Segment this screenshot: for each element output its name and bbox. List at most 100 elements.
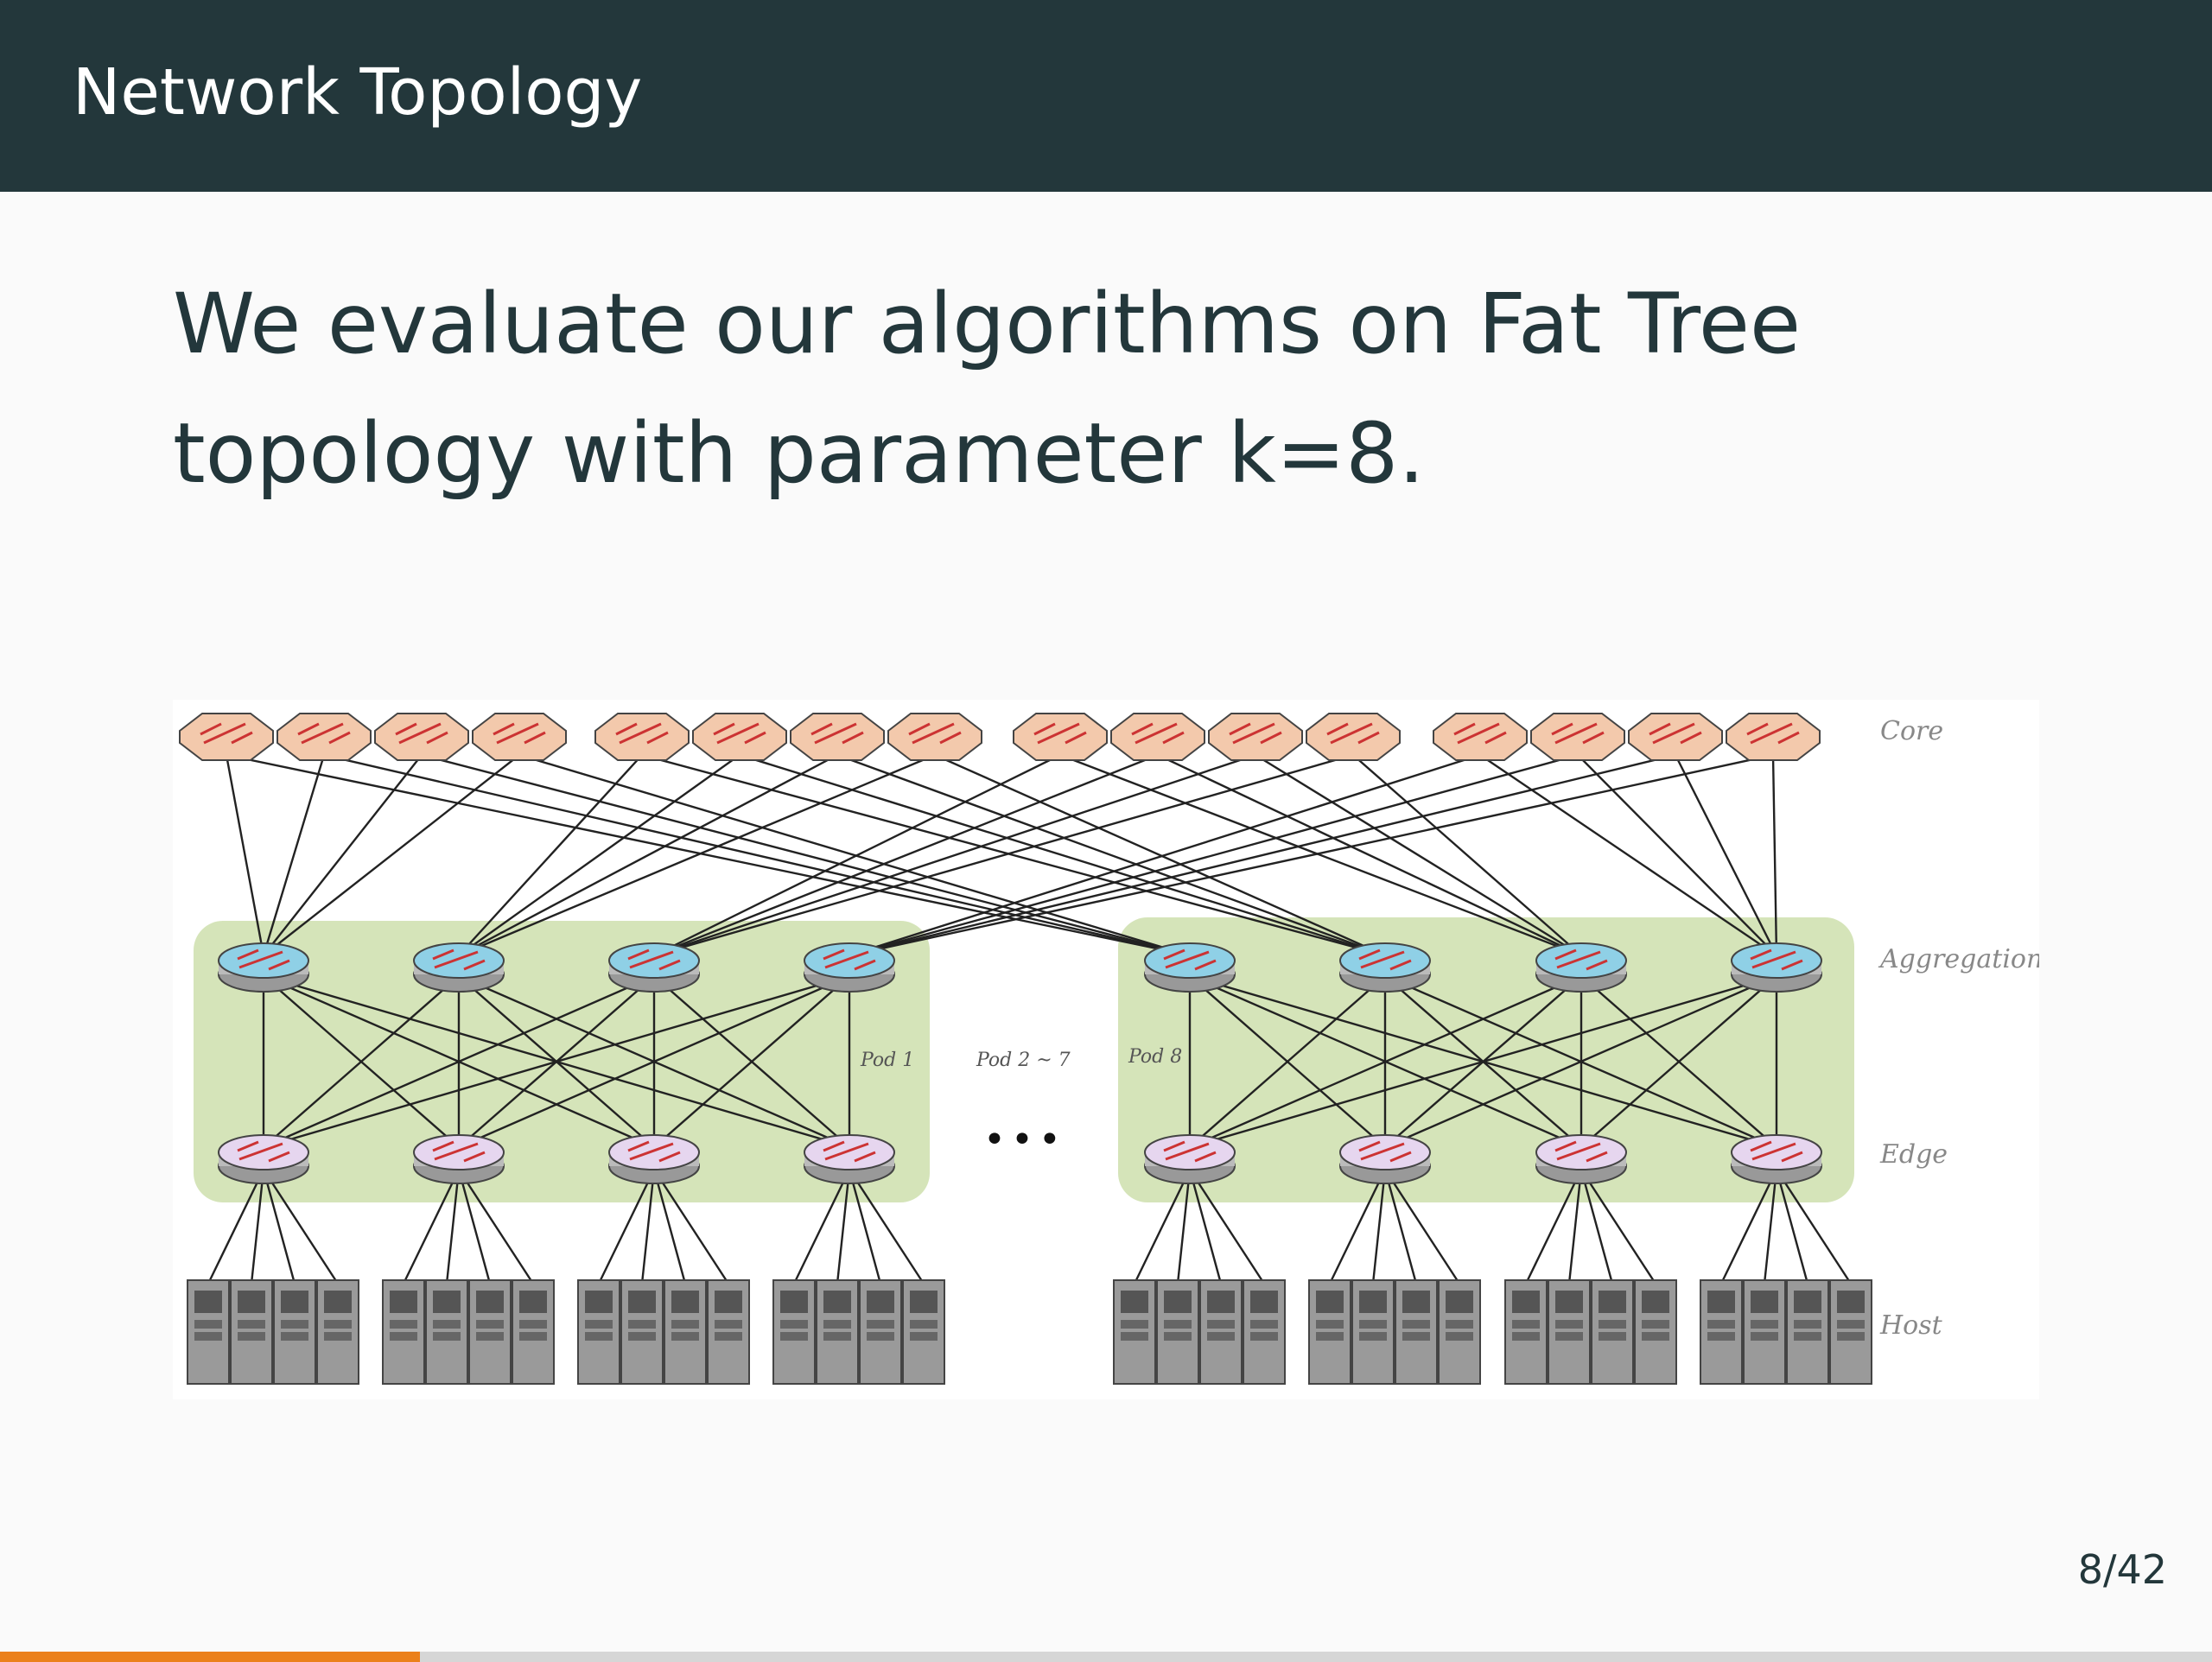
edge-host-link xyxy=(848,1169,882,1285)
edge-host-link xyxy=(1371,1169,1387,1285)
host-server xyxy=(273,1279,316,1385)
agg-edge-link xyxy=(1384,974,1777,1149)
edge-host-link xyxy=(1775,1169,1809,1285)
host-server xyxy=(1634,1279,1677,1385)
pod-8-label: Pod 8 xyxy=(1128,1046,1182,1068)
core-agg-link xyxy=(226,753,1191,957)
edge-host-link xyxy=(1176,1169,1192,1285)
edge-host-link xyxy=(1775,1169,1853,1285)
pod-ellipsis: ••• xyxy=(983,1118,1066,1162)
core-agg-link xyxy=(849,753,1579,957)
host-server xyxy=(816,1279,859,1385)
host-server xyxy=(577,1279,620,1385)
core-switch xyxy=(692,713,787,761)
core-agg-link xyxy=(458,753,936,957)
core-agg-link xyxy=(458,754,643,956)
core-agg-link xyxy=(263,754,423,956)
host-server xyxy=(707,1279,750,1385)
core-agg-link xyxy=(653,753,1354,957)
core-agg-link xyxy=(458,754,741,956)
pod-middle-label: Pod 2 ~ 7 xyxy=(976,1050,1071,1071)
host-server xyxy=(316,1279,359,1385)
host-server xyxy=(1743,1279,1786,1385)
edge-host-link xyxy=(1188,1169,1223,1285)
slide-title: Network Topology xyxy=(73,55,643,130)
host-server xyxy=(620,1279,664,1385)
host-server xyxy=(1786,1279,1829,1385)
core-switch xyxy=(790,713,885,761)
edge-host-link xyxy=(457,1169,492,1285)
host-server xyxy=(1243,1279,1286,1385)
edge-host-link xyxy=(1133,1169,1192,1285)
fat-tree-svg: Core Aggregation Edge Host Pod 1 Pod 2 ~… xyxy=(179,713,2043,1385)
aggregation-switch xyxy=(218,942,309,993)
edge-host-link xyxy=(1188,1169,1266,1285)
agg-edge-link xyxy=(1189,975,1386,1148)
core-switch xyxy=(374,713,469,761)
host-layer-label: Host xyxy=(1879,1310,1943,1341)
host-server xyxy=(1700,1279,1743,1385)
core-agg-link xyxy=(836,753,1386,957)
core-layer-label: Core xyxy=(1880,716,1943,746)
aggregation-layer-label: Aggregation xyxy=(1878,944,2039,974)
host-server xyxy=(230,1279,273,1385)
edge-host-link xyxy=(848,1169,925,1285)
host-server xyxy=(1591,1279,1634,1385)
core-switch xyxy=(276,713,372,761)
core-agg-link xyxy=(421,753,1191,957)
core-agg-link xyxy=(323,753,1191,957)
agg-edge-link xyxy=(1580,975,1777,1148)
slide-body-text: We evaluate our algorithms on Fat Tree t… xyxy=(173,276,1802,502)
edge-host-link xyxy=(792,1169,851,1285)
edge-host-link xyxy=(652,1169,730,1285)
progress-bar xyxy=(0,1652,421,1662)
core-switch xyxy=(1208,713,1303,761)
edge-host-link xyxy=(262,1169,340,1285)
core-agg-link xyxy=(739,753,1386,957)
core-agg-link xyxy=(1674,754,1778,956)
edge-host-link xyxy=(1383,1169,1461,1285)
page-number: 8/42 xyxy=(2077,1546,2167,1593)
edge-host-link xyxy=(1580,1169,1614,1285)
host-server xyxy=(468,1279,512,1385)
aggregation-switch xyxy=(1339,942,1431,993)
edge-host-link xyxy=(597,1169,656,1285)
edge-host-link xyxy=(402,1169,461,1285)
core-switch xyxy=(887,713,982,761)
host-server xyxy=(902,1279,945,1385)
edge-host-link xyxy=(457,1169,535,1285)
core-switch xyxy=(1433,713,1528,761)
core-switch xyxy=(1306,713,1401,761)
core-agg-link xyxy=(1157,753,1582,957)
progress-track xyxy=(0,1652,2212,1662)
core-agg-link xyxy=(1059,753,1582,957)
network-nodes xyxy=(179,713,1872,1385)
host-server xyxy=(1351,1279,1395,1385)
agg-edge-link xyxy=(263,974,655,1149)
aggregation-switch xyxy=(608,942,700,993)
core-switch xyxy=(594,713,690,761)
edge-switch xyxy=(1731,1134,1822,1184)
edge-host-link xyxy=(1524,1169,1583,1285)
fat-tree-diagram: Core Aggregation Edge Host Pod 1 Pod 2 ~… xyxy=(173,700,2043,1399)
core-agg-link xyxy=(653,753,1256,957)
host-server xyxy=(512,1279,555,1385)
core-switch xyxy=(1628,713,1723,761)
edge-host-link xyxy=(262,1169,296,1285)
host-server xyxy=(1113,1279,1156,1385)
slide-header: Network Topology xyxy=(0,0,2212,192)
edge-switch xyxy=(608,1134,700,1184)
aggregation-switch xyxy=(413,942,505,993)
host-server xyxy=(1504,1279,1548,1385)
core-agg-link xyxy=(1479,754,1777,956)
agg-edge-link xyxy=(263,974,850,1149)
core-agg-link xyxy=(225,754,265,956)
core-agg-link xyxy=(458,753,838,957)
core-agg-link xyxy=(641,753,1386,957)
edge-switch xyxy=(1144,1134,1236,1184)
aggregation-switch xyxy=(804,942,895,993)
edge-switch xyxy=(1535,1134,1627,1184)
edge-host-link xyxy=(836,1169,851,1285)
core-agg-link xyxy=(263,754,520,956)
agg-edge-link xyxy=(653,975,850,1148)
